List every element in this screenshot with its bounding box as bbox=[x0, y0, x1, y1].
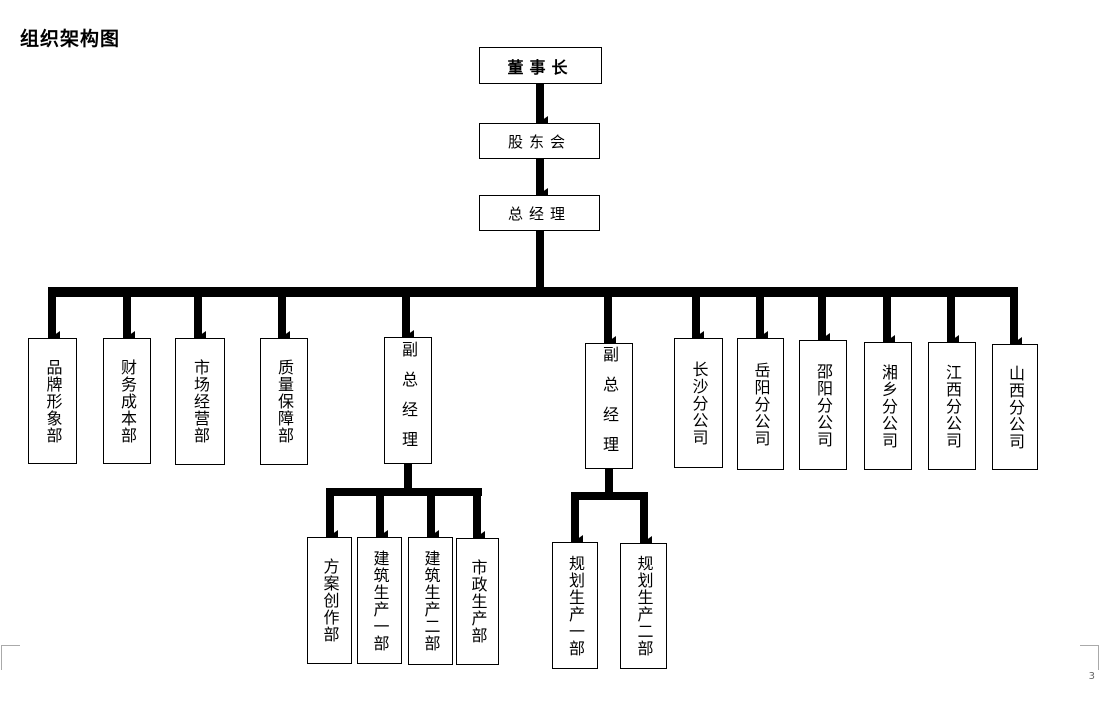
node-shareholders: 股东会 bbox=[479, 123, 600, 159]
page-corner-mark-left bbox=[1, 645, 20, 670]
node-shaoyang: 邵阳分公司 bbox=[799, 340, 847, 470]
node-vgm-1: 副总经理 bbox=[384, 337, 432, 464]
node-yueyang: 岳阳分公司 bbox=[737, 338, 784, 470]
node-design: 方案创作部 bbox=[307, 537, 352, 664]
page-title: 组织架构图 bbox=[20, 28, 121, 50]
node-build-1: 建筑生产一部 bbox=[357, 537, 402, 664]
node-jiangxi: 江西分公司 bbox=[928, 342, 976, 470]
node-build-2: 建筑生产二部 bbox=[408, 537, 453, 665]
node-chairman: 董事长 bbox=[479, 47, 602, 84]
node-changsha: 长沙分公司 bbox=[674, 338, 723, 468]
node-quality: 质量保障部 bbox=[260, 338, 308, 465]
node-brand: 品牌形象部 bbox=[28, 338, 77, 464]
node-vgm-2: 副总经理 bbox=[585, 343, 633, 469]
node-municipal: 市政生产部 bbox=[456, 538, 499, 665]
node-general-manager: 总经理 bbox=[479, 195, 600, 231]
node-plan-1: 规划生产一部 bbox=[552, 542, 598, 669]
node-shanxi: 山西分公司 bbox=[992, 344, 1038, 470]
node-finance: 财务成本部 bbox=[103, 338, 151, 464]
page-number: 3 bbox=[1088, 671, 1095, 682]
node-plan-2: 规划生产二部 bbox=[620, 543, 667, 669]
page-corner-mark-right bbox=[1080, 645, 1099, 670]
node-xiangxiang: 湘乡分公司 bbox=[864, 342, 912, 470]
node-marketing: 市场经营部 bbox=[175, 338, 225, 465]
